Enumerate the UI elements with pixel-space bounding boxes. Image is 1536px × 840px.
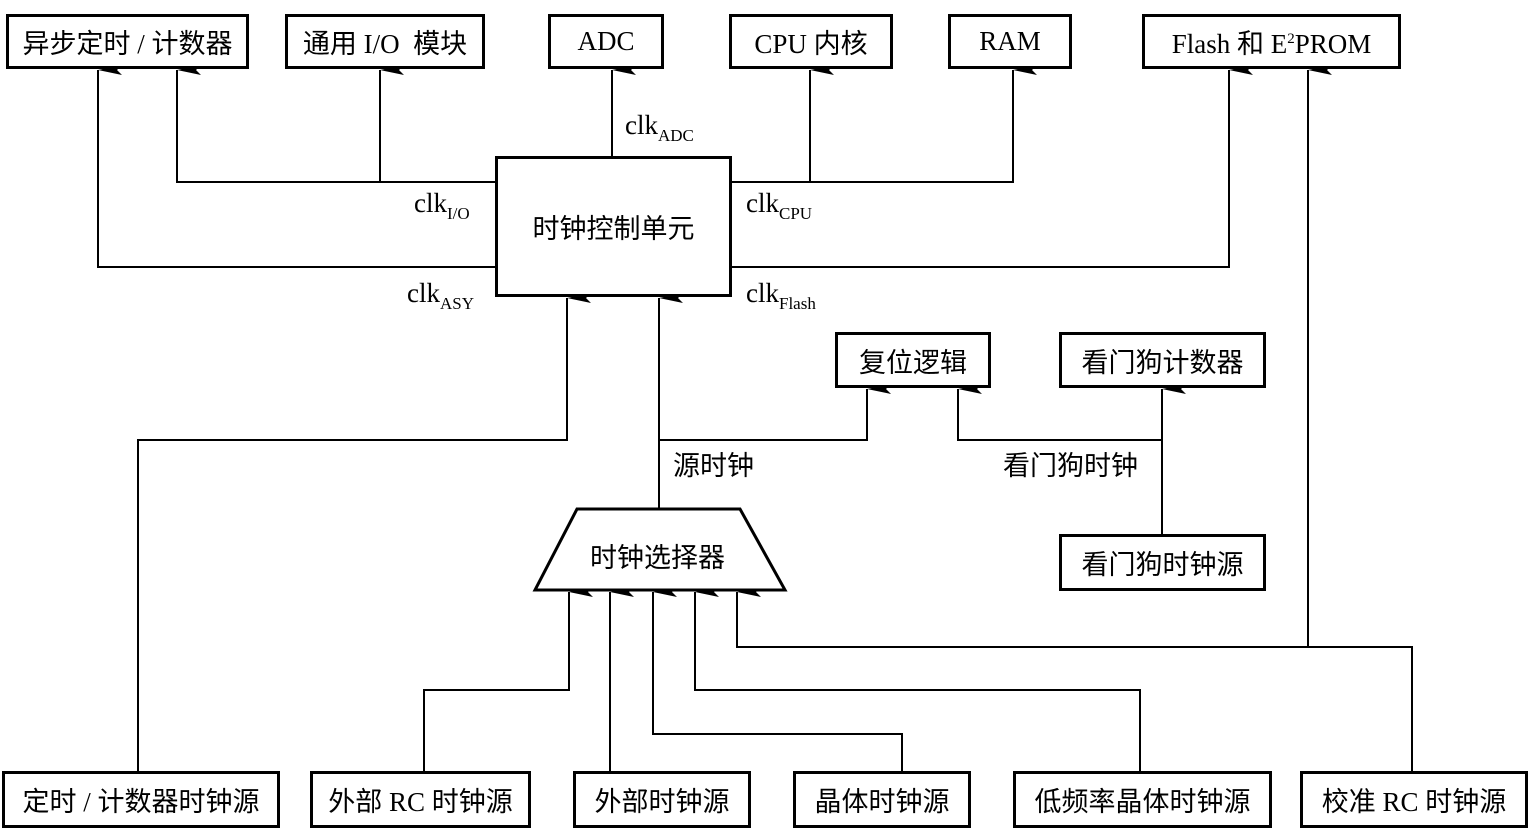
label-clk-io: clkI/O	[414, 188, 470, 223]
wire-source-reset	[659, 384, 891, 441]
block-cpu-label: CPU 内核	[754, 29, 868, 59]
wire-clk-asy	[97, 65, 495, 268]
block-reset-logic: 复位逻辑	[835, 332, 991, 388]
block-adc: ADC	[548, 14, 664, 69]
label-clk-cpu: clkCPU	[746, 188, 813, 223]
clk-asy-sub: ASY	[440, 294, 475, 313]
label-clk-flash: clkFlash	[746, 278, 816, 313]
clk-adc-base: clk	[625, 110, 658, 140]
wire-clk-flash	[731, 65, 1253, 268]
source-low-freq-crystal-label: 低频率晶体时钟源	[1034, 787, 1251, 817]
source-timer-counter-label: 定时 / 计数器时钟源	[22, 787, 260, 817]
block-flash-label: Flash 和 E2PROM	[1172, 22, 1372, 61]
source-external-clock-label: 外部时钟源	[594, 787, 730, 817]
flash-prefix: Flash 和 E	[1171, 29, 1288, 59]
label-clk-adc: clkADC	[625, 110, 694, 145]
label-clk-asy: clkASY	[407, 278, 475, 313]
clk-cpu-base: clk	[746, 188, 779, 218]
label-source-clock: 源时钟	[673, 451, 754, 481]
block-adc-label: ADC	[577, 26, 635, 56]
block-async-timer-label: 异步定时 / 计数器	[22, 29, 233, 59]
block-watchdog-counter-label: 看门狗计数器	[1081, 347, 1244, 378]
source-external-clock: 外部时钟源	[573, 771, 751, 828]
source-low-freq-crystal: 低频率晶体时钟源	[1013, 771, 1272, 828]
clk-io-base: clk	[414, 188, 447, 218]
clock-control-unit: 时钟控制单元	[495, 156, 732, 297]
block-gpio: 通用 I/O 模块	[285, 14, 485, 69]
wire-timer-source	[137, 293, 591, 771]
source-calibrated-rc-label: 校准 RC 时钟源	[1321, 787, 1507, 817]
block-ram: RAM	[948, 14, 1072, 69]
block-reset-logic-label: 复位逻辑	[859, 347, 967, 378]
block-watchdog-clock-source: 看门狗时钟源	[1059, 534, 1266, 591]
clk-flash-base: clk	[746, 278, 779, 308]
wire-clk-io	[176, 65, 495, 183]
clk-io-sub: I/O	[447, 204, 470, 223]
block-flash-eeprom: Flash 和 E2PROM	[1142, 14, 1401, 69]
wire-watchdog-reset	[957, 384, 1162, 441]
wire-ext-rc	[423, 587, 593, 771]
clk-adc-sub: ADC	[658, 126, 694, 145]
source-calibrated-rc: 校准 RC 时钟源	[1300, 771, 1528, 828]
source-timer-counter: 定时 / 计数器时钟源	[2, 771, 280, 828]
clk-flash-sub: Flash	[779, 294, 816, 313]
source-external-rc: 外部 RC 时钟源	[310, 771, 531, 828]
block-watchdog-counter: 看门狗计数器	[1059, 332, 1266, 388]
source-external-rc-label: 外部 RC 时钟源	[328, 787, 513, 817]
clock-control-unit-label: 时钟控制单元	[532, 214, 695, 244]
source-crystal: 晶体时钟源	[793, 771, 971, 828]
clock-selector-shape	[532, 507, 788, 592]
label-watchdog-clock: 看门狗时钟	[1003, 451, 1138, 481]
clk-cpu-sub: CPU	[779, 204, 813, 223]
block-ram-label: RAM	[979, 26, 1041, 56]
block-gpio-label: 通用 I/O 模块	[302, 29, 468, 59]
block-watchdog-clock-source-label: 看门狗时钟源	[1081, 550, 1244, 580]
source-crystal-label: 晶体时钟源	[814, 787, 950, 817]
clk-asy-base: clk	[407, 278, 440, 308]
wire-clk-cpu	[731, 65, 1037, 183]
wire-low-freq	[694, 587, 1141, 771]
block-async-timer: 异步定时 / 计数器	[6, 14, 249, 69]
block-cpu: CPU 内核	[729, 14, 893, 69]
wire-crystal	[652, 587, 903, 771]
clock-selector-label: 时钟选择器	[590, 543, 725, 573]
flash-sup: 2	[1287, 31, 1295, 47]
wire-cal-rc	[736, 587, 1413, 771]
flash-suffix: PROM	[1294, 29, 1372, 59]
